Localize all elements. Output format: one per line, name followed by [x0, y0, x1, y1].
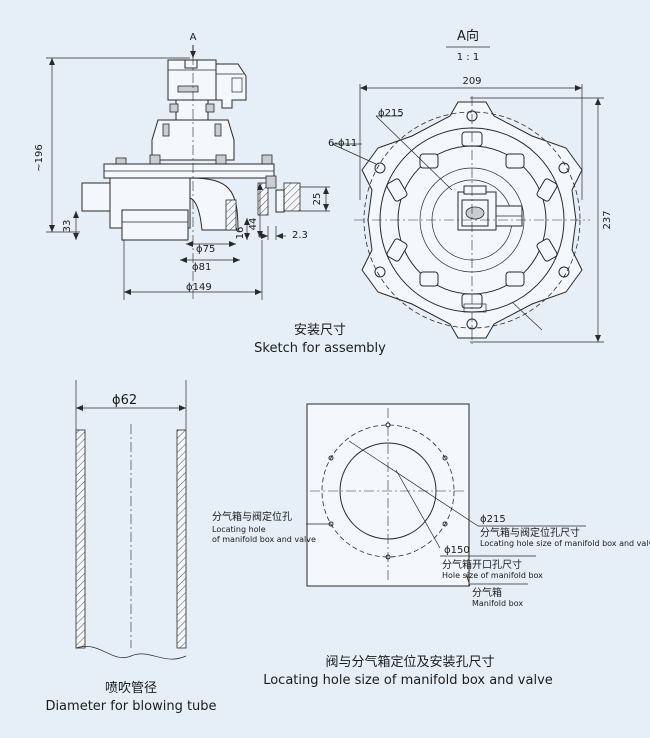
locating-right-en: Locating hole size of manifold box and v…	[480, 539, 650, 548]
top-width-dim: 209	[462, 76, 481, 87]
view-arrow-label: A	[190, 32, 197, 43]
top-dia-215: ϕ215	[378, 108, 404, 119]
dim-25: 25	[312, 193, 323, 206]
assembly-caption-cn: 安装尺寸	[294, 323, 346, 338]
side-view-diagram: ~196 A	[34, 32, 330, 302]
locating-label-cn: 分气箱与阀定位孔	[212, 510, 292, 523]
dim-33: 33	[62, 220, 73, 233]
dia-149: ϕ149	[186, 282, 212, 293]
tube-dia: ϕ62	[112, 393, 137, 408]
dim-44: 44	[248, 218, 259, 231]
manifold-dia-150: ϕ150	[444, 545, 470, 556]
dia-81: ϕ81	[192, 262, 211, 273]
side-height-dim: ~196	[34, 144, 45, 171]
manifold-dia-215: ϕ215	[480, 514, 506, 525]
manifold-caption-cn: 阀与分气箱定位及安装孔尺寸	[325, 654, 494, 670]
opening-label-en: Hole size of manifold box	[442, 571, 543, 580]
tube-caption-cn: 喷吹管径	[105, 681, 157, 696]
manifold-box-diagram	[306, 403, 586, 587]
manifold-caption-en: Locating hole size of manifold box and v…	[263, 673, 553, 688]
dim-2-3: 2.3	[292, 230, 308, 241]
view-a-label: A向	[457, 28, 479, 44]
box-label-en: Manifold box	[472, 599, 523, 608]
top-holes: 6-ϕ11	[328, 138, 357, 149]
assembly-caption-en: Sketch for assembly	[254, 341, 386, 356]
dia-75: ϕ75	[196, 244, 215, 255]
locating-label-en1: Locating hole	[212, 525, 266, 534]
view-scale: 1 : 1	[457, 52, 479, 63]
top-view-diagram: A向 1 : 1 209 237	[328, 28, 613, 344]
dim-16: 16	[235, 227, 246, 240]
box-label-cn: 分气箱	[472, 586, 502, 599]
top-height-dim: 237	[602, 210, 613, 229]
locating-right-cn: 分气箱与阀定位孔尺寸	[480, 526, 580, 539]
tube-caption-en: Diameter for blowing tube	[45, 699, 216, 714]
opening-label-cn: 分气箱开口孔尺寸	[442, 558, 522, 571]
blowing-tube-diagram: ϕ62	[75, 380, 187, 660]
locating-label-en2: of manifold box and valve	[212, 535, 316, 544]
